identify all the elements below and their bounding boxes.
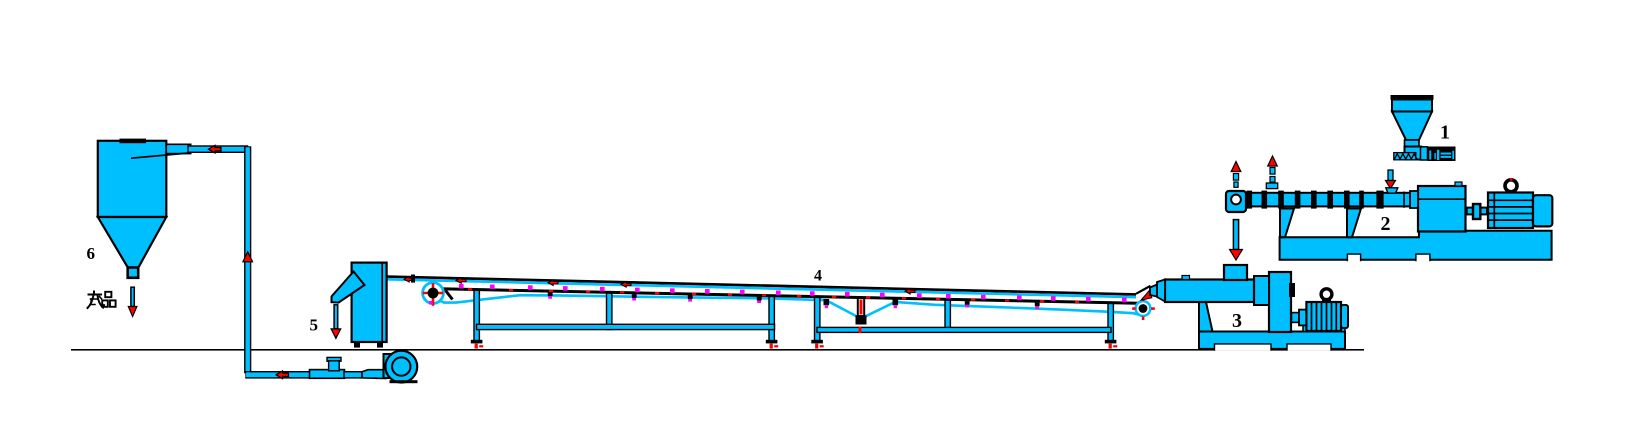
svg-text:5: 5 bbox=[310, 316, 319, 335]
svg-text:1: 1 bbox=[1440, 122, 1450, 144]
svg-text:4: 4 bbox=[814, 268, 822, 285]
svg-text:6: 6 bbox=[87, 244, 96, 263]
svg-text:2: 2 bbox=[1381, 213, 1391, 235]
svg-text:3: 3 bbox=[1232, 310, 1242, 332]
